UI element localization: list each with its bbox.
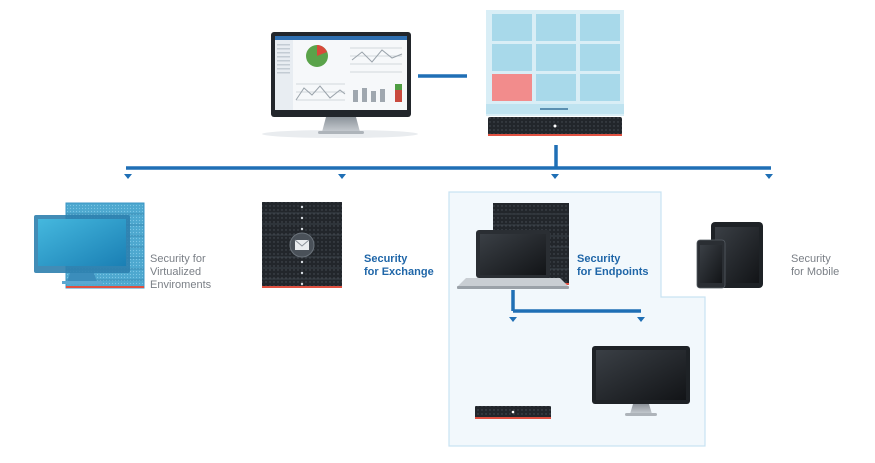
exchange-server-icon: [262, 202, 342, 288]
connectors: [126, 74, 771, 313]
dashboard-wall: [486, 10, 624, 136]
arrow-mobile: [765, 174, 773, 179]
envelope-icon: [295, 240, 309, 250]
endpoints-icon: [457, 203, 569, 289]
label-mobile: Security for Mobile: [791, 253, 840, 278]
label-endpoints: Security for Endpoints: [577, 253, 649, 278]
alert-tile: [492, 74, 532, 101]
arrow-desktop: [637, 317, 645, 322]
mobile-icon: [696, 222, 763, 289]
console-monitor: [262, 32, 418, 138]
arrow-exchange: [338, 174, 346, 179]
connector-arrows: [124, 174, 773, 322]
rack-server-icon: [475, 406, 551, 419]
arrow-virtualized: [124, 174, 132, 179]
label-virtualized: Security for Virtualized Enviroments: [150, 253, 212, 291]
label-exchange: Security for Exchange: [364, 253, 434, 278]
arrow-server: [509, 317, 517, 322]
desktop-monitor-icon: [592, 346, 690, 416]
virtualized-icon: [34, 202, 145, 289]
arrow-endpoints: [551, 174, 559, 179]
